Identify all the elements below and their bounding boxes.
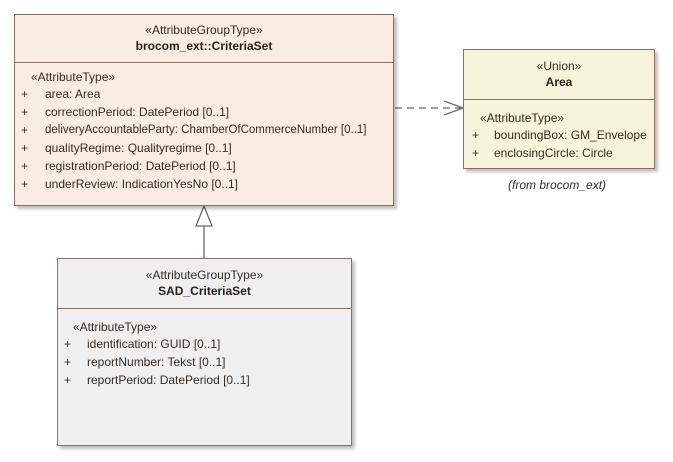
attribute-text: registrationPeriod: DatePeriod [0..1] — [45, 159, 236, 173]
attribute-row[interactable]: + deliveryAccountableParty: ChamberOfCom… — [21, 121, 393, 139]
visibility-marker: + — [64, 355, 72, 369]
sad-criteriaset-attributes: «AttributeType» + identification: GUID [… — [58, 309, 351, 389]
area-class[interactable]: «Union» Area «AttributeType» + boundingB… — [463, 49, 655, 169]
sad-criteriaset-class[interactable]: «AttributeGroupType» SAD_CriteriaSet «At… — [57, 258, 352, 446]
attribute-row[interactable]: + reportPeriod: DatePeriod [0..1] — [64, 371, 351, 389]
criteriaset-name: brocom_ext::CriteriaSet — [135, 39, 273, 53]
attribute-row[interactable]: + area: Area — [21, 85, 393, 103]
criteriaset-section-stereotype: «AttributeType» — [31, 70, 116, 84]
area-section-stereotype: «AttributeType» — [480, 111, 565, 125]
criteriaset-attributes: «AttributeType» + area: Area + correctio… — [15, 63, 393, 193]
area-header: «Union» Area — [464, 50, 654, 100]
attribute-text: enclosingCircle: Circle — [494, 146, 613, 160]
attribute-row[interactable]: + correctionPeriod: DatePeriod [0..1] — [21, 103, 393, 121]
attribute-row[interactable]: + enclosingCircle: Circle — [472, 144, 654, 162]
area-attributes: «AttributeType» + boundingBox: GM_Envelo… — [464, 100, 654, 162]
attribute-row[interactable]: + qualityRegime: Qualityregime [0..1] — [21, 139, 393, 157]
attribute-row[interactable]: + identification: GUID [0..1] — [64, 335, 351, 353]
area-name: Area — [545, 75, 573, 89]
generalization-arrowhead — [195, 204, 213, 227]
sad-criteriaset-name: SAD_CriteriaSet — [158, 284, 251, 298]
visibility-marker: + — [21, 105, 29, 119]
attribute-text: reportNumber: Tekst [0..1] — [87, 355, 226, 369]
visibility-marker: + — [21, 177, 29, 191]
criteriaset-class[interactable]: «AttributeGroupType» brocom_ext::Criteri… — [14, 14, 394, 206]
visibility-marker: + — [472, 128, 480, 142]
visibility-marker: + — [21, 87, 29, 101]
criteriaset-header: «AttributeGroupType» brocom_ext::Criteri… — [15, 15, 393, 63]
sad-criteriaset-section-stereotype: «AttributeType» — [73, 320, 158, 334]
visibility-marker: + — [21, 141, 29, 155]
visibility-marker: + — [21, 123, 29, 137]
dependency-arrowhead — [443, 100, 465, 116]
attribute-text: boundingBox: GM_Envelope — [494, 128, 647, 142]
attribute-text: deliveryAccountableParty: ChamberOfComme… — [45, 124, 367, 136]
visibility-marker: + — [21, 159, 29, 173]
visibility-marker: + — [64, 373, 72, 387]
attribute-text: qualityRegime: Qualityregime [0..1] — [45, 141, 232, 155]
attribute-text: area: Area — [45, 87, 101, 101]
attribute-text: identification: GUID [0..1] — [87, 337, 221, 351]
visibility-marker: + — [64, 337, 72, 351]
attribute-row[interactable]: + reportNumber: Tekst [0..1] — [64, 353, 351, 371]
attribute-text: correctionPeriod: DatePeriod [0..1] — [45, 105, 230, 119]
sad-criteriaset-stereotype: «AttributeGroupType» — [145, 268, 264, 282]
attribute-text: reportPeriod: DatePeriod [0..1] — [87, 373, 250, 387]
attribute-row[interactable]: + underReview: IndicationYesNo [0..1] — [21, 175, 393, 193]
attribute-row[interactable]: + registrationPeriod: DatePeriod [0..1] — [21, 157, 393, 175]
criteriaset-stereotype: «AttributeGroupType» — [145, 23, 263, 37]
attribute-row[interactable]: + boundingBox: GM_Envelope — [472, 126, 654, 144]
sad-criteriaset-header: «AttributeGroupType» SAD_CriteriaSet — [58, 259, 351, 309]
attribute-text: underReview: IndicationYesNo [0..1] — [45, 177, 239, 191]
visibility-marker: + — [472, 146, 480, 160]
area-from-label: (from brocom_ext) — [508, 178, 607, 192]
area-stereotype: «Union» — [536, 59, 582, 73]
